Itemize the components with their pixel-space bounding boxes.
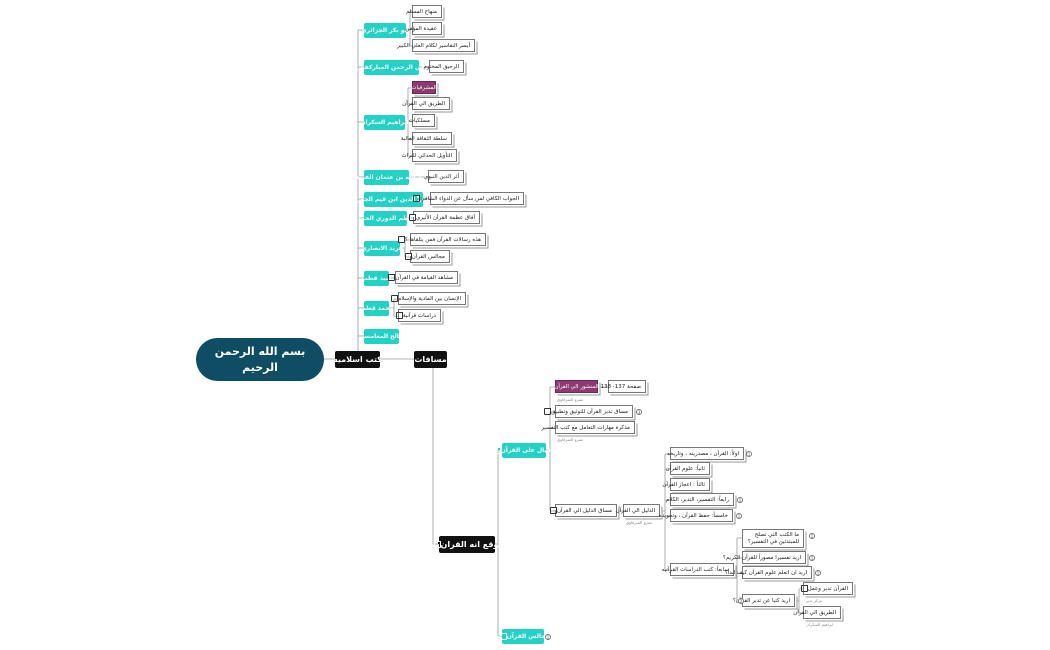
item-label: مساق تدبر القرآن للتوثيق وتطبيق: [551, 408, 628, 415]
book-node[interactable]: أيسر التفاسير لكلام العلي الكبير: [397, 39, 475, 52]
author-node[interactable]: ابراهيم السكران: [360, 115, 409, 130]
external-link-icon[interactable]: [499, 633, 507, 640]
external-link-icon[interactable]: [395, 312, 403, 319]
author-note: عمرو الشرقاوي: [557, 397, 584, 402]
author-node[interactable]: ناظم الدوري الحمد: [358, 211, 413, 226]
author-node[interactable]: صفي الرحمن المباركفوري: [352, 60, 431, 75]
study-question[interactable]: اريد ان اتعلم علوم القرآن كيف ابدأ؟: [725, 566, 812, 579]
branch-islamic-books[interactable]: كتب اسلاميه: [333, 351, 382, 368]
study-question[interactable]: اريد كتبا عن تدبر القرآن؟: [733, 594, 795, 607]
author-node[interactable]: عبد الله بن عثمان الفنيحاني: [345, 170, 428, 185]
site-topic-iqbal[interactable]: الاقبال على القرآن: [493, 443, 557, 458]
book-title: آفاق عظمة القرآن الأثيري: [415, 214, 475, 221]
page-ref[interactable]: صفحة 137- 138: [601, 380, 646, 393]
site-item[interactable]: مساق تدبر القرآن للتوثيق وتطبيق: [544, 405, 633, 418]
collapsed-count-badge[interactable]: 1: [809, 555, 815, 561]
guide-item[interactable]: ثالثاً : اعجاز القرآن: [662, 478, 710, 491]
branch-site-label: موقع انه القران: [440, 540, 504, 549]
author-node[interactable]: ابو بكر الجزائري: [361, 23, 409, 38]
external-link-icon[interactable]: [549, 507, 557, 514]
pinned-item[interactable]: المنشور الي القرآن: [554, 380, 599, 393]
external-link-icon[interactable]: [404, 253, 412, 260]
book-node[interactable]: التأويل الحداثي للتراث: [401, 149, 457, 162]
book-title: مجالس القرآن: [411, 253, 445, 260]
book-title: دراسات قرآنية: [402, 312, 436, 319]
book-node[interactable]: الإنسان بين المادية والإسلام: [390, 292, 466, 305]
collapsed-count-badge[interactable]: 1: [736, 513, 742, 519]
external-link-icon[interactable]: [397, 236, 405, 243]
author-node[interactable]: محمد قطب: [360, 301, 393, 316]
book-node[interactable]: مسلكيات: [409, 114, 435, 127]
tadabbur-book[interactable]: الطريق الي القرآن: [793, 606, 841, 619]
external-link-icon[interactable]: [493, 447, 501, 454]
guide-item[interactable]: سابعاً: كتب الدراسات القرآنيه: [662, 563, 734, 576]
collapsed-count-badge[interactable]: 1: [746, 451, 752, 457]
site-item[interactable]: مساق الدليل الي القرآن: [549, 504, 617, 517]
book-node[interactable]: الجواب الكافي لمن سأل عن الدواء الشافي: [413, 192, 524, 205]
external-link-icon[interactable]: [390, 295, 398, 302]
external-link-icon[interactable]: [413, 195, 421, 202]
book-title: هذه رسالات القرآن فمن يتلقاها ؟: [404, 236, 481, 243]
book-title: القرآن تدبر وعمل: [807, 585, 848, 592]
collapsed-count-badge[interactable]: 1: [809, 533, 815, 539]
book-title: الجواب الكافي لمن سأل عن الدواء الشافي: [420, 195, 519, 202]
collapsed-count-badge[interactable]: 2: [738, 598, 744, 604]
author-node[interactable]: شمس الدين ابن قيم الجوزيه: [351, 192, 436, 207]
book-node[interactable]: سلطة الثقافة الغالبة: [401, 132, 452, 145]
collapsed-count-badge[interactable]: 1: [815, 570, 821, 576]
topic-label: الاقبال على القرآن: [500, 447, 558, 454]
guide-item[interactable]: ثانياً: علوم القرآن: [666, 462, 710, 475]
book-node[interactable]: الطريق الي القرآن: [402, 97, 450, 110]
book-title: الإنسان بين المادية والإسلام: [397, 295, 461, 302]
collapsed-count-badge[interactable]: 1: [545, 634, 551, 640]
collapsed-count-badge[interactable]: 3: [636, 409, 642, 415]
author-note: ابراهيم السكران: [806, 622, 834, 627]
book-title: مشاهد القيامة في القرآن: [395, 274, 453, 281]
guide-item[interactable]: رابعاً: التفسير، التدبر، الكلام: [666, 493, 734, 506]
book-node[interactable]: هذه رسالات القرآن فمن يتلقاها ؟: [397, 233, 486, 246]
author-note: عمرو الشرقاوي: [626, 520, 653, 525]
author-note: مركز تدبر: [806, 598, 823, 603]
external-link-icon[interactable]: [388, 274, 396, 281]
topic-label: مجالس القرآن: [506, 633, 550, 640]
external-link-icon[interactable]: [544, 408, 552, 415]
guide-node[interactable]: الدليل الي القرآن: [616, 504, 660, 517]
book-node[interactable]: المشرفيات: [411, 81, 437, 94]
study-question[interactable]: ما الكتب التي تصلح للمبتدئين في التفسير؟: [742, 529, 804, 548]
root-topic[interactable]: بسم الله الرحمن الرحيم: [196, 338, 324, 381]
author-node[interactable]: صالح المغامسي: [358, 329, 405, 344]
tadabbur-book[interactable]: القرآن تدبر وعمل: [800, 582, 853, 595]
external-link-icon[interactable]: [433, 541, 441, 548]
collapsed-count-badge[interactable]: 1: [737, 497, 743, 503]
external-link-icon[interactable]: [800, 585, 808, 592]
item-label: مساق الدليل الي القرآن: [556, 507, 612, 514]
site-topic-majalis[interactable]: مجالس القرآن: [499, 629, 549, 644]
book-node[interactable]: منهاج المسلم: [406, 5, 442, 18]
author-node[interactable]: فريد الانصاري: [361, 241, 403, 256]
external-link-icon[interactable]: [408, 214, 416, 221]
site-item[interactable]: مذكرة مهارات التعامل مع كتب التفسير: [541, 421, 635, 434]
book-node[interactable]: الرحيق المختوم: [424, 60, 464, 73]
book-node[interactable]: أثر الدين النبوي: [424, 170, 464, 183]
guide-item[interactable]: اولاً: القرآن ، مصدريته ، وتاريخه: [667, 447, 744, 460]
branch-quran-site[interactable]: موقع انه القران: [433, 536, 503, 553]
branch-courses[interactable]: مسافات: [414, 351, 447, 368]
study-question[interactable]: اريد تفسيرا مصوراً للقرآن الكريم؟: [723, 551, 806, 564]
book-node[interactable]: دراسات قرآنية: [395, 309, 441, 322]
book-node[interactable]: مشاهد القيامة في القرآن: [388, 271, 458, 284]
book-node[interactable]: آفاق عظمة القرآن الأثيري: [408, 211, 480, 224]
author-note: عمرو الشرقاوي: [557, 437, 584, 442]
author-node[interactable]: سيد قطب: [361, 271, 392, 286]
guide-item[interactable]: خامساً: حفظ القرآن ، وتجويده: [659, 509, 733, 522]
book-node[interactable]: عقيدة المؤمن: [405, 22, 442, 35]
book-node[interactable]: مجالس القرآن: [404, 250, 450, 263]
